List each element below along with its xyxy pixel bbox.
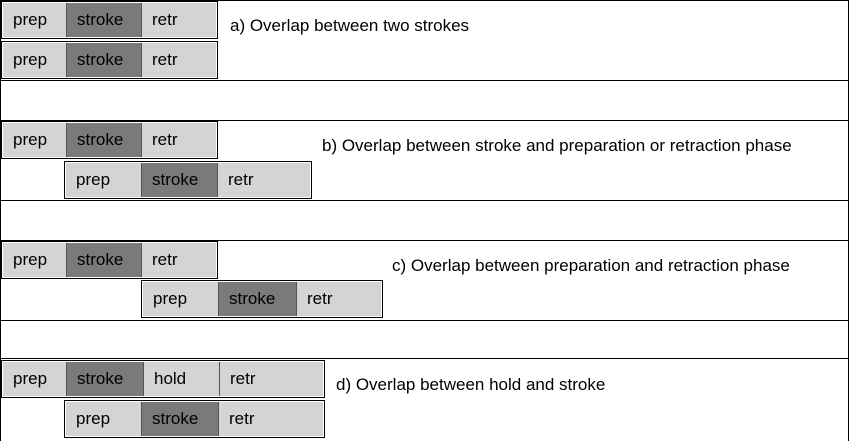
row-frame-line: [0, 80, 849, 81]
phase-prep: prep: [143, 282, 219, 316]
section-c-gesture-1: prep stroke retr: [1, 241, 218, 279]
phase-stroke: stroke: [67, 362, 144, 396]
phase-retr: retr: [220, 362, 323, 396]
left-frame-edge: [0, 0, 1, 441]
phase-prep: prep: [3, 43, 67, 77]
row-frame-line: [0, 358, 849, 359]
section-b-gesture-2: prep stroke retr: [64, 161, 312, 199]
right-frame-edge: [848, 0, 849, 441]
phase-stroke: stroke: [142, 163, 218, 197]
section-a-gesture-1: prep stroke retr: [1, 1, 218, 39]
caption-d: d) Overlap between hold and stroke: [336, 375, 606, 394]
phase-stroke: stroke: [142, 402, 219, 436]
row-frame-line: [0, 320, 849, 321]
phase-stroke: stroke: [67, 43, 142, 77]
caption-c: c) Overlap between preparation and retra…: [392, 256, 790, 275]
phase-stroke: stroke: [67, 3, 142, 37]
section-d-gesture-1: prep stroke hold retr: [1, 360, 325, 398]
section-b-gesture-1: prep stroke retr: [1, 121, 218, 159]
phase-retr: retr: [142, 3, 216, 37]
phase-prep: prep: [3, 123, 67, 157]
phase-retr: retr: [142, 243, 216, 277]
phase-retr: retr: [297, 282, 381, 316]
caption-b: b) Overlap between stroke and preparatio…: [322, 136, 792, 155]
phase-stroke: stroke: [67, 243, 142, 277]
phase-retr: retr: [142, 43, 216, 77]
phase-hold: hold: [144, 362, 220, 396]
phase-prep: prep: [3, 3, 67, 37]
caption-a: a) Overlap between two strokes: [230, 16, 470, 35]
section-a-gesture-2: prep stroke retr: [1, 41, 218, 79]
phase-retr: retr: [218, 163, 310, 197]
phase-stroke: stroke: [67, 123, 142, 157]
phase-prep: prep: [3, 243, 67, 277]
row-frame-top: [0, 0, 849, 1]
row-frame-line: [0, 200, 849, 201]
section-c-gesture-2: prep stroke retr: [141, 280, 383, 318]
phase-prep: prep: [66, 163, 142, 197]
phase-retr: retr: [219, 402, 323, 436]
phase-stroke: stroke: [219, 282, 297, 316]
phase-prep: prep: [66, 402, 142, 436]
row-frame-line: [0, 120, 849, 121]
phase-retr: retr: [142, 123, 216, 157]
row-frame-line: [0, 240, 849, 241]
phase-prep: prep: [3, 362, 67, 396]
section-d-gesture-2: prep stroke retr: [64, 400, 325, 438]
